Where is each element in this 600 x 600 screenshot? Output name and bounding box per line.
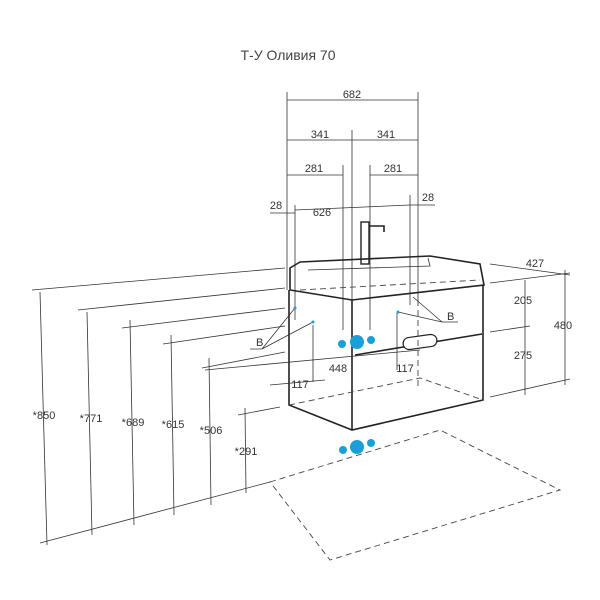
dim-682: 682 [343,89,361,101]
dim-275: 275 [514,350,532,362]
dim-height-615: *615 [162,419,185,431]
dim-117-right: 117 [396,363,414,375]
water-connections-upper [338,335,375,349]
height-dimension-lines [31,267,562,561]
dim-427: 427 [526,258,544,270]
drawing-title: Т-У Оливия 70 [240,47,335,63]
dim-height-771: *771 [80,413,103,425]
faucet-icon [360,221,385,265]
dim-626: 626 [313,207,331,219]
vanity-cabinet [288,255,485,431]
dim-height-506: *506 [200,425,223,437]
dim-height-291: *291 [235,446,258,458]
dim-281-left: 281 [305,163,323,175]
water-connections-lower [339,439,375,454]
dim-480: 480 [554,320,572,332]
dim-341-left: 341 [311,129,329,141]
dim-height-850: *850 [33,410,56,422]
dim-341-right: 341 [377,129,395,141]
dim-28-right: 28 [422,192,434,204]
label-b-right: B [447,311,454,323]
top-dimension-lines [270,92,435,330]
b-leaders [250,296,458,350]
dim-height-689: *689 [122,417,145,429]
label-b-left: B [256,337,263,349]
dim-117-left: 117 [291,379,309,391]
dim-281-right: 281 [384,163,402,175]
front-dimension-lines [204,313,421,386]
dim-205: 205 [514,295,532,307]
right-dimension-lines [489,263,571,398]
dim-28-left: 28 [270,200,282,212]
dim-448: 448 [329,363,347,375]
